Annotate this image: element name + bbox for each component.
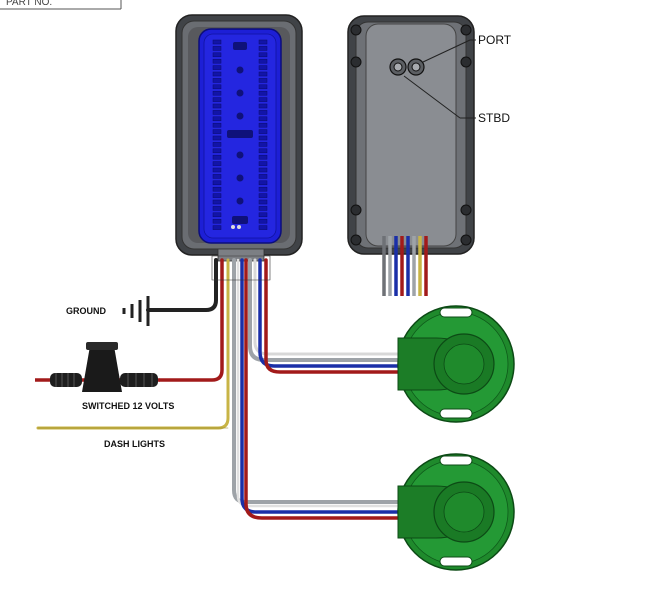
switched-12-volts-label: SWITCHED 12 VOLTS [82, 401, 174, 411]
led-segment [258, 90, 268, 96]
led-column-left [212, 39, 222, 230]
led-segment [258, 206, 268, 211]
led-segment [258, 129, 268, 134]
led-segment [212, 71, 222, 77]
led-segment [212, 110, 222, 115]
port-trim-tab-actuator [397, 305, 515, 423]
led-segment [258, 135, 268, 141]
led-segment [212, 206, 222, 211]
led-segment [258, 65, 268, 70]
led-segment [212, 154, 222, 160]
led-segment [258, 103, 268, 109]
led-segment [258, 186, 268, 192]
rear-wire-bundle [382, 236, 428, 296]
led-segment [212, 167, 222, 173]
led-segment [212, 148, 222, 154]
led-segment [212, 225, 222, 230]
stbd-label: STBD [478, 111, 510, 125]
led-segment [258, 142, 268, 147]
led-segment [212, 84, 222, 90]
led-segment [258, 148, 268, 154]
led-segment [258, 180, 268, 186]
led-segment [258, 212, 268, 218]
ground-symbol [122, 296, 150, 326]
controller-front-view [175, 14, 303, 262]
port-adjustment-pot [389, 58, 407, 76]
led-segment [212, 65, 222, 70]
led-segment [212, 97, 222, 102]
led-segment [212, 218, 222, 224]
led-segment [212, 78, 222, 83]
led-segment [212, 193, 222, 198]
led-segment [258, 116, 268, 122]
led-segment [212, 58, 222, 64]
led-segment [258, 39, 268, 45]
led-segment [258, 97, 268, 102]
led-segment [212, 199, 222, 205]
led-segment [258, 225, 268, 230]
led-segment [258, 110, 268, 115]
led-segment [258, 218, 268, 224]
wiring-harness [36, 255, 402, 520]
port-label: PORT [478, 33, 512, 47]
led-segment [212, 52, 222, 58]
led-segment [212, 174, 222, 179]
led-segment [212, 180, 222, 186]
led-segment [258, 71, 268, 77]
led-segment [258, 199, 268, 205]
led-column-right [258, 39, 268, 230]
stbd-trim-tab-actuator [397, 453, 515, 571]
led-segment [212, 116, 222, 122]
led-segment [212, 103, 222, 109]
led-segment [258, 78, 268, 83]
led-segment [258, 167, 268, 173]
inline-fuse-holder [35, 342, 160, 392]
indicator-scale [227, 42, 253, 224]
led-segment [258, 122, 268, 128]
led-segment [212, 142, 222, 147]
led-segment [212, 186, 222, 192]
led-segment [258, 193, 268, 198]
led-segment [258, 161, 268, 166]
led-segment [258, 154, 268, 160]
stbd-adjustment-pot [407, 58, 425, 76]
ground-label: GROUND [66, 306, 106, 316]
led-segment [212, 46, 222, 51]
led-segment [258, 52, 268, 58]
led-segment [212, 161, 222, 166]
part-no-label: PART NO. [6, 0, 52, 8]
led-segment [258, 174, 268, 179]
led-segment [212, 90, 222, 96]
led-segment [258, 46, 268, 51]
controller-rear-view: PORT STBD [347, 15, 512, 296]
led-segment [212, 129, 222, 134]
led-segment [212, 135, 222, 141]
title-block-corner: PART NO. [0, 0, 122, 10]
led-segment [212, 122, 222, 128]
led-segment [258, 84, 268, 90]
led-segment [258, 58, 268, 64]
led-segment [212, 212, 222, 218]
dash-lights-label: DASH LIGHTS [104, 439, 165, 449]
led-segment [212, 39, 222, 45]
